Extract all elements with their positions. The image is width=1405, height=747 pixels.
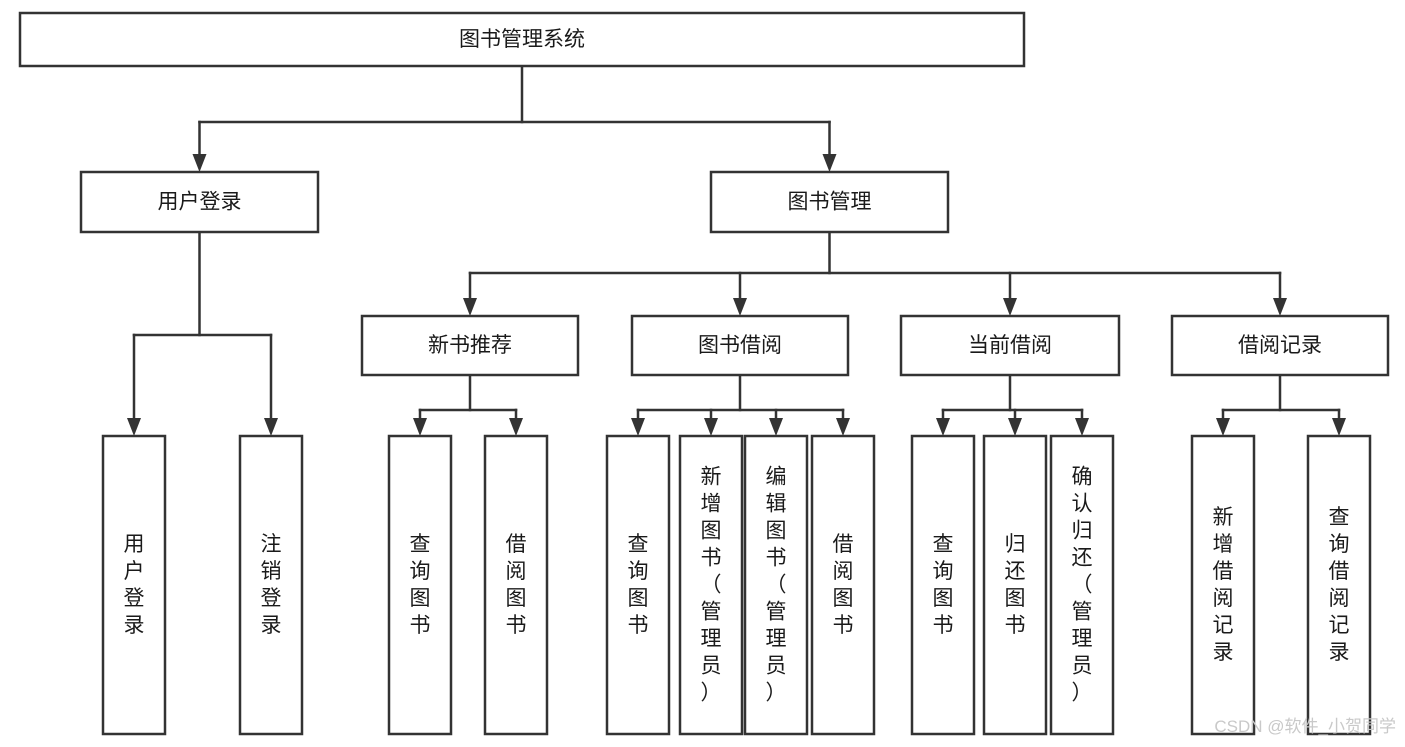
arrow-head-book-management (822, 154, 837, 172)
connector-layer (127, 64, 1346, 436)
node-leaf-borrow-book[interactable]: 借阅图书 (810, 434, 876, 736)
node-label-book-borrow: 图书借阅 (698, 334, 782, 357)
arrow-head-leaf-return-book (1008, 418, 1022, 436)
node-leaf-user-logout[interactable]: 注销登录 (238, 434, 304, 736)
node-label-book-management: 图书管理 (788, 191, 872, 214)
node-user-login[interactable]: 用户登录 (79, 170, 320, 234)
arrow-head-leaf-confirm-return (1075, 418, 1089, 436)
node-label-leaf-borrow-book: 借阅图书 (833, 533, 854, 637)
node-box-leaf-confirm-return (1049, 434, 1115, 736)
arrow-head-leaf-query-book-current (936, 418, 950, 436)
node-box-leaf-query-borrow-record (1306, 434, 1372, 736)
node-new-book-recommend[interactable]: 新书推荐 (360, 314, 580, 377)
csdn-watermark: CSDN @软件_小贺同学 (1214, 717, 1396, 736)
node-box-leaf-user-logout (238, 434, 304, 736)
node-label-leaf-edit-book: 编辑图书（管理员） (766, 466, 787, 705)
node-label-leaf-query-borrow-record: 查询借阅记录 (1329, 506, 1350, 664)
node-box-leaf-borrow-book (810, 434, 876, 736)
node-leaf-return-book[interactable]: 归还图书 (982, 434, 1048, 736)
arrow-head-leaf-user-logout (264, 418, 278, 436)
node-label-leaf-borrow-book-recommend: 借阅图书 (506, 533, 527, 637)
node-label-borrow-record: 借阅记录 (1238, 334, 1322, 357)
node-leaf-query-book-borrow[interactable]: 查询图书 (605, 434, 671, 736)
node-label-new-book-recommend: 新书推荐 (428, 334, 512, 357)
arrow-head-leaf-user-login (127, 418, 141, 436)
node-box-book-management (709, 170, 950, 234)
node-leaf-query-borrow-record[interactable]: 查询借阅记录 (1306, 434, 1372, 736)
node-box-leaf-query-book-recommend (387, 434, 453, 736)
node-label-leaf-query-book-recommend: 查询图书 (410, 533, 431, 637)
node-label-user-login: 用户登录 (158, 191, 242, 214)
node-borrow-record[interactable]: 借阅记录 (1170, 314, 1390, 377)
node-box-book-borrow (630, 314, 850, 377)
node-box-leaf-return-book (982, 434, 1048, 736)
node-label-leaf-user-logout: 注销登录 (261, 533, 282, 637)
arrow-head-leaf-add-borrow-record (1216, 418, 1230, 436)
node-leaf-query-book-recommend[interactable]: 查询图书 (387, 434, 453, 736)
node-leaf-add-borrow-record[interactable]: 新增借阅记录 (1190, 434, 1256, 736)
arrow-head-leaf-query-book-recommend (413, 418, 427, 436)
arrow-head-leaf-borrow-book (836, 418, 850, 436)
node-box-leaf-add-book (678, 434, 744, 736)
node-box-leaf-query-book-borrow (605, 434, 671, 736)
node-label-leaf-query-book-borrow: 查询图书 (628, 533, 649, 637)
arrow-head-current-borrow (1003, 298, 1017, 316)
arrow-head-user-login (192, 154, 207, 172)
node-box-leaf-user-login (101, 434, 167, 736)
node-label-leaf-confirm-return: 确认归还（管理员） (1072, 466, 1093, 705)
node-label-leaf-query-book-current: 查询图书 (933, 533, 954, 637)
node-leaf-edit-book[interactable]: 编辑图书（管理员） (743, 434, 809, 736)
node-current-borrow[interactable]: 当前借阅 (899, 314, 1121, 377)
node-box-leaf-query-book-current (910, 434, 976, 736)
node-box-user-login (79, 170, 320, 234)
arrow-head-borrow-record (1273, 298, 1287, 316)
arrow-head-leaf-add-book (704, 418, 718, 436)
node-box-borrow-record (1170, 314, 1390, 377)
node-leaf-query-book-current[interactable]: 查询图书 (910, 434, 976, 736)
node-box-leaf-add-borrow-record (1190, 434, 1256, 736)
node-label-root: 图书管理系统 (459, 28, 585, 51)
node-box-new-book-recommend (360, 314, 580, 377)
arrow-head-leaf-edit-book (769, 418, 783, 436)
node-label-leaf-add-book: 新增图书（管理员） (701, 466, 722, 705)
node-layer: 图书管理系统用户登录图书管理新书推荐图书借阅当前借阅借阅记录用户登录注销登录查询… (18, 11, 1390, 736)
node-leaf-user-login[interactable]: 用户登录 (101, 434, 167, 736)
node-label-leaf-user-login: 用户登录 (124, 533, 145, 637)
node-root[interactable]: 图书管理系统 (18, 11, 1026, 68)
node-box-leaf-borrow-book-recommend (483, 434, 549, 736)
node-leaf-borrow-book-recommend[interactable]: 借阅图书 (483, 434, 549, 736)
arrow-head-book-borrow (733, 298, 747, 316)
node-label-leaf-return-book: 归还图书 (1005, 533, 1026, 637)
arrow-head-leaf-query-book-borrow (631, 418, 645, 436)
node-label-current-borrow: 当前借阅 (968, 334, 1052, 357)
node-label-leaf-add-borrow-record: 新增借阅记录 (1213, 506, 1234, 664)
node-leaf-add-book[interactable]: 新增图书（管理员） (678, 434, 744, 736)
node-book-management[interactable]: 图书管理 (709, 170, 950, 234)
node-box-current-borrow (899, 314, 1121, 377)
node-book-borrow[interactable]: 图书借阅 (630, 314, 850, 377)
arrow-head-leaf-query-borrow-record (1332, 418, 1346, 436)
node-leaf-confirm-return[interactable]: 确认归还（管理员） (1049, 434, 1115, 736)
node-box-leaf-edit-book (743, 434, 809, 736)
arrow-head-leaf-borrow-book-recommend (509, 418, 523, 436)
node-box-root (18, 11, 1026, 68)
arrow-head-new-book-recommend (463, 298, 477, 316)
